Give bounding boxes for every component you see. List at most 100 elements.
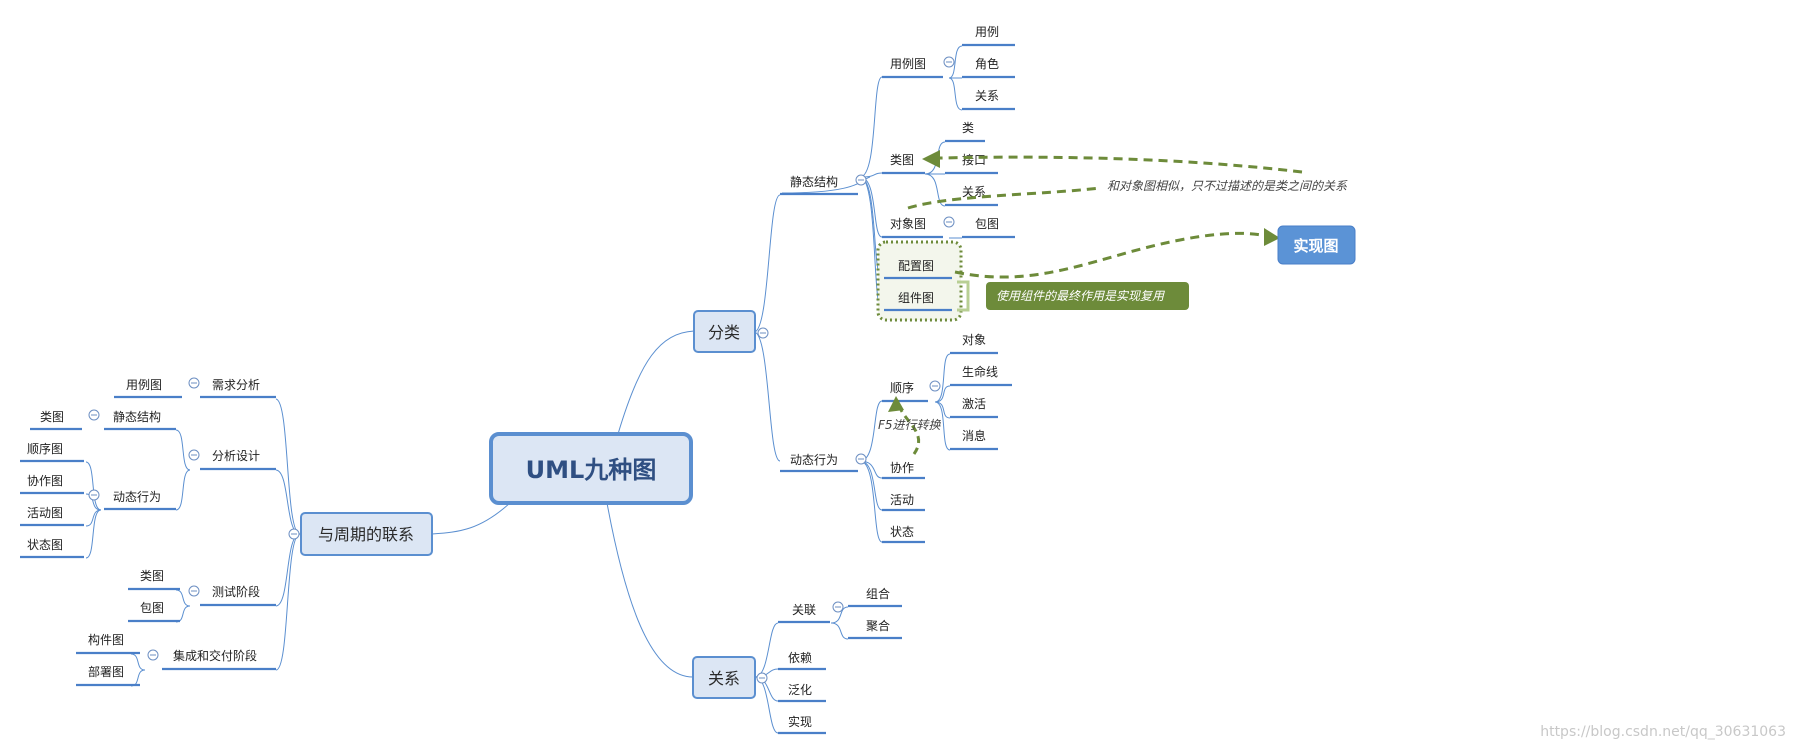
svg-text:类: 类 xyxy=(962,121,974,135)
node-sequence[interactable]: 顺序 xyxy=(882,380,928,403)
node-sequence-item-4[interactable]: 消息 xyxy=(950,428,998,451)
collapse-toggle-icon[interactable] xyxy=(88,489,100,501)
svg-text:组件图: 组件图 xyxy=(898,291,934,305)
svg-text:需求分析: 需求分析 xyxy=(212,378,260,392)
node-realization[interactable]: 实现 xyxy=(778,714,826,735)
svg-text:状态图: 状态图 xyxy=(27,538,63,552)
svg-text:类图: 类图 xyxy=(140,569,164,583)
collapse-toggle-icon[interactable] xyxy=(943,56,955,68)
svg-text:用例: 用例 xyxy=(975,25,999,39)
node-design-static[interactable]: 静态结构 xyxy=(104,409,176,431)
component-note[interactable]: 使用组件的最终作用是实现复用 xyxy=(986,282,1189,310)
svg-text:聚合: 聚合 xyxy=(866,618,890,633)
svg-text:协作图: 协作图 xyxy=(27,473,63,488)
impl-diagram-box[interactable]: 实现图 xyxy=(1277,225,1356,265)
node-requirements[interactable]: 需求分析 xyxy=(200,378,276,399)
svg-text:部署图: 部署图 xyxy=(88,664,124,679)
node-generalization[interactable]: 泛化 xyxy=(778,683,826,703)
node-static-structure[interactable]: 静态结构 xyxy=(780,174,858,196)
svg-text:用例图: 用例图 xyxy=(890,57,926,71)
node-sequence-item-3[interactable]: 激活 xyxy=(950,397,998,419)
svg-text:消息: 消息 xyxy=(962,428,986,443)
svg-text:构件图: 构件图 xyxy=(88,632,124,647)
collapse-toggle-icon[interactable] xyxy=(88,409,100,421)
branch-lifecycle-label: 与周期的联系 xyxy=(318,525,414,544)
node-design-static-item-1[interactable]: 类图 xyxy=(30,410,82,431)
node-delivery[interactable]: 集成和交付阶段 xyxy=(162,648,276,671)
collapse-toggle-icon[interactable] xyxy=(188,377,200,389)
svg-text:活动: 活动 xyxy=(890,493,914,507)
node-usecase-diagram[interactable]: 用例图 xyxy=(882,57,943,79)
node-dependency[interactable]: 依赖 xyxy=(778,650,826,671)
root-node[interactable]: UML九种图 xyxy=(489,432,693,505)
arrow-head-icon xyxy=(922,150,940,168)
branch-node-relation[interactable]: 关系 xyxy=(692,656,756,699)
f5-note: F5进行转换 xyxy=(878,418,942,432)
arrow-head-icon xyxy=(1264,228,1280,246)
collapse-toggle-icon[interactable] xyxy=(832,601,844,613)
svg-text:状态: 状态 xyxy=(890,525,914,539)
node-usecase-item-3[interactable]: 关系 xyxy=(962,89,1015,111)
impl-arrow xyxy=(954,231,1267,279)
node-dynamic-behavior[interactable]: 动态行为 xyxy=(780,453,858,473)
node-usecase-item-1[interactable]: 用例 xyxy=(962,25,1015,47)
node-association-item-2[interactable]: 聚合 xyxy=(848,618,902,640)
svg-text:协作: 协作 xyxy=(890,460,914,475)
node-collab[interactable]: 协作 xyxy=(882,460,925,480)
svg-text:配置图: 配置图 xyxy=(898,259,934,273)
node-deploy-diagram[interactable]: 配置图 xyxy=(884,259,952,280)
node-state[interactable]: 状态 xyxy=(882,525,925,544)
svg-text:分析设计: 分析设计 xyxy=(212,449,260,463)
node-usecase-item-2[interactable]: 角色 xyxy=(962,57,1015,79)
node-activity[interactable]: 活动 xyxy=(882,493,925,512)
collapse-toggle-icon[interactable] xyxy=(756,672,768,684)
node-design-dynamic-item-4[interactable]: 状态图 xyxy=(20,538,84,559)
node-design-dynamic-item-3[interactable]: 活动图 xyxy=(20,506,84,527)
node-design-dynamic-item-2[interactable]: 协作图 xyxy=(20,473,84,495)
node-testing-item-2[interactable]: 包图 xyxy=(128,601,180,623)
note-line-from-object xyxy=(907,186,1101,210)
collapse-toggle-icon[interactable] xyxy=(855,174,867,186)
collapse-toggle-icon[interactable] xyxy=(929,380,941,392)
branch-node-classify[interactable]: 分类 xyxy=(693,310,756,353)
node-delivery-item-2[interactable]: 部署图 xyxy=(76,664,140,687)
collapse-toggle-icon[interactable] xyxy=(188,449,200,461)
collapse-toggle-icon[interactable] xyxy=(147,649,159,661)
node-class-item-3[interactable]: 关系 xyxy=(945,185,998,207)
node-design-dynamic-item-1[interactable]: 顺序图 xyxy=(20,441,84,463)
node-testing-item-1[interactable]: 类图 xyxy=(128,569,180,591)
node-requirements-item-1[interactable]: 用例图 xyxy=(114,378,182,399)
collapse-toggle-icon[interactable] xyxy=(855,453,867,465)
svg-text:动态行为: 动态行为 xyxy=(113,490,161,504)
node-sequence-item-2[interactable]: 生命线 xyxy=(950,364,1012,387)
svg-text:关联: 关联 xyxy=(792,603,816,617)
svg-text:动态行为: 动态行为 xyxy=(790,453,838,467)
node-object-diagram[interactable]: 对象图 xyxy=(882,217,943,239)
collapse-toggle-icon[interactable] xyxy=(288,528,300,540)
node-analysis-design[interactable]: 分析设计 xyxy=(200,449,276,471)
node-design-dynamic[interactable]: 动态行为 xyxy=(104,490,176,511)
node-testing[interactable]: 测试阶段 xyxy=(200,584,276,607)
svg-text:关系: 关系 xyxy=(962,185,986,199)
node-sequence-item-1[interactable]: 对象 xyxy=(950,333,998,355)
collapse-toggle-icon[interactable] xyxy=(188,585,200,597)
node-component-diagram[interactable]: 组件图 xyxy=(884,291,952,312)
svg-text:静态结构: 静态结构 xyxy=(790,174,838,189)
note-bracket xyxy=(957,280,970,312)
node-delivery-item-1[interactable]: 构件图 xyxy=(76,632,140,655)
svg-text:顺序图: 顺序图 xyxy=(27,441,63,456)
node-association-item-1[interactable]: 组合 xyxy=(848,586,902,608)
branch-node-lifecycle[interactable]: 与周期的联系 xyxy=(300,512,433,556)
node-association[interactable]: 关联 xyxy=(778,603,830,624)
node-object-item-1[interactable]: 包图 xyxy=(962,217,1015,239)
collapse-toggle-icon[interactable] xyxy=(943,216,955,228)
svg-text:接口: 接口 xyxy=(962,152,986,167)
node-class-diagram[interactable]: 类图 xyxy=(882,153,925,175)
svg-text:依赖: 依赖 xyxy=(788,650,812,665)
node-class-item-2[interactable]: 接口 xyxy=(945,152,998,175)
branch-classify-label: 分类 xyxy=(708,323,740,342)
collapse-toggle-icon[interactable] xyxy=(757,327,769,339)
svg-text:用例图: 用例图 xyxy=(126,378,162,392)
node-class-item-1[interactable]: 类 xyxy=(945,121,985,143)
